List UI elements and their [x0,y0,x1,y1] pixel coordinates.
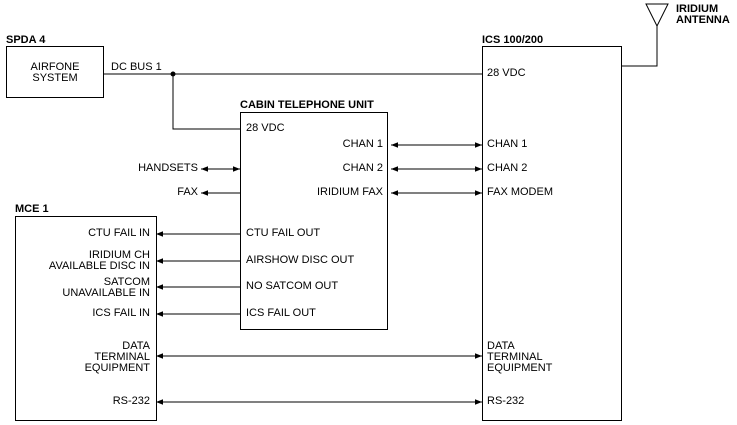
ics-chan2-label: CHAN 2 [487,162,528,174]
antenna-icon [622,3,669,67]
mce-title: MCE 1 [15,203,49,215]
dc-bus-label: DC BUS 1 [111,61,162,73]
ics-rs232-label: RS-232 [487,395,525,407]
ctu-power-feed-line [172,74,240,130]
ics-fax-modem-label: FAX MODEM [487,186,554,198]
ics-chan1-label: CHAN 1 [487,138,528,150]
airshow-disc-out-label: AIRSHOW DISC OUT [246,254,355,266]
ics-power-label: 28 VDC [487,67,526,79]
handsets-label: HANDSETS [138,162,198,174]
ctu-chan1-label: CHAN 1 [342,138,383,150]
spda-title: SPDA 4 [6,34,46,46]
ctu-iridium-fax-label: IRIDIUM FAX [316,186,383,198]
no-satcom-out-label: NO SATCOM OUT [246,280,339,292]
mce-dte-label: DATA TERMINAL EQUIPMENT [84,340,150,374]
ctu-fail-out-label: CTU FAIL OUT [246,227,321,239]
ics-dte-label: DATA TERMINAL EQUIPMENT [487,340,553,374]
spda-box [6,46,104,98]
mce-iridium-ch-label: IRIDIUM CH AVAILABLE DISC IN [48,249,150,272]
ics-fail-out-label: ICS FAIL OUT [246,307,316,319]
ics-box [482,46,622,421]
antenna-label: IRIDIUM ANTENNA [676,3,730,26]
mce-rs232-label: RS-232 [112,395,150,407]
ctu-box [240,112,388,330]
fax-label: FAX [177,186,198,198]
ics-title: ICS 100/200 [482,34,544,46]
mce-satcom-label: SATCOM UNAVAILABLE IN [62,276,150,299]
ctu-power-label: 28 VDC [246,122,285,134]
airfone-system-label: AIRFONE SYSTEM [30,61,80,84]
ctu-title: CABIN TELEPHONE UNIT [240,99,374,111]
mce-ics-fail-in-label: ICS FAIL IN [92,307,150,319]
mce-ctu-fail-in-label: CTU FAIL IN [88,227,150,239]
mce-box [15,216,157,421]
ctu-chan2-label: CHAN 2 [342,162,383,174]
